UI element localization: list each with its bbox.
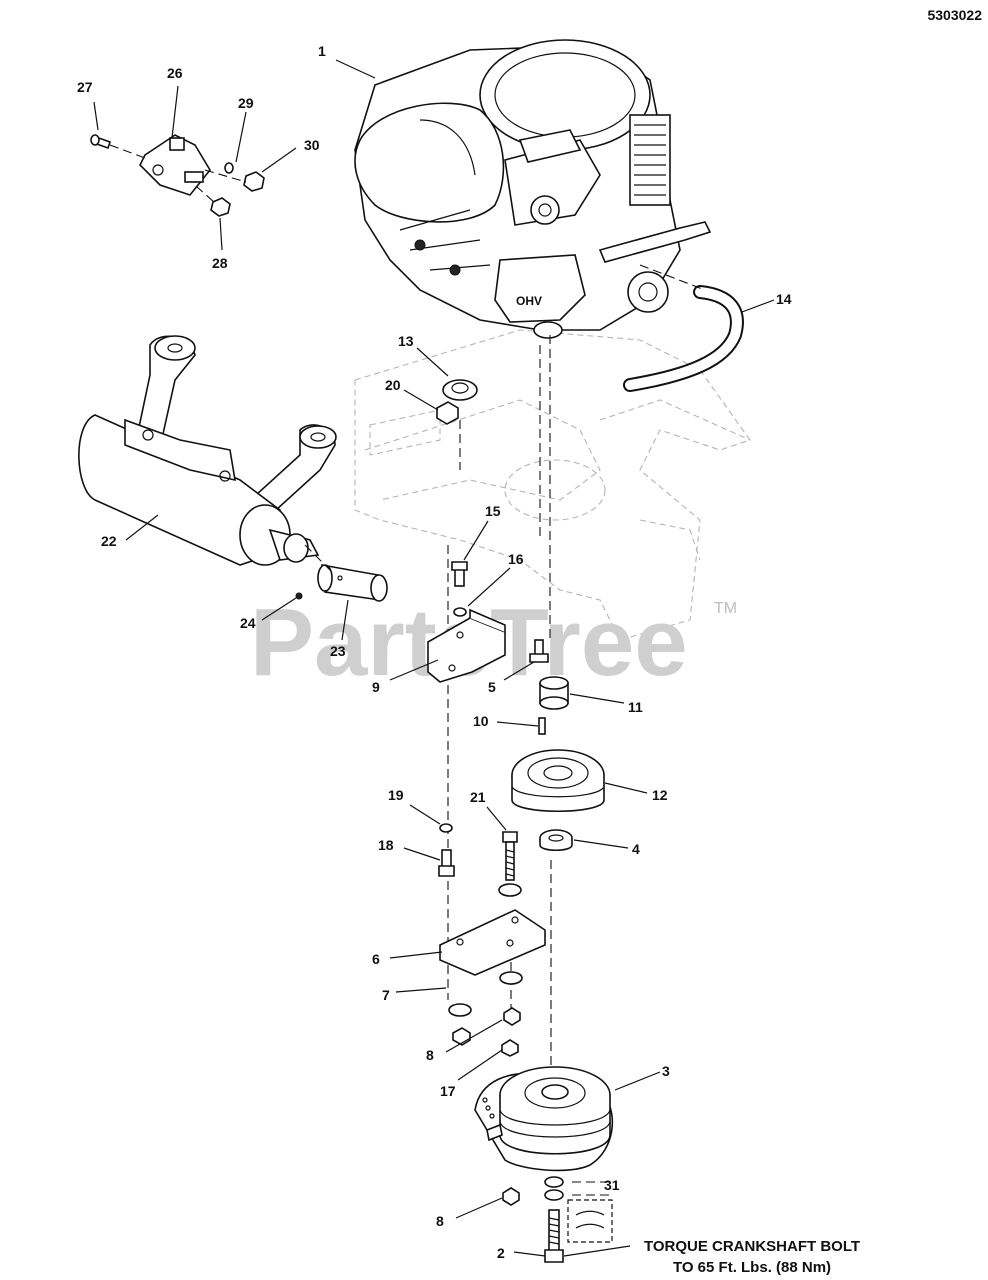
- bolt-21: [498, 831, 522, 897]
- callout-20: 20: [385, 377, 401, 393]
- callout-16: 16: [508, 551, 524, 567]
- callout-6: 6: [372, 951, 380, 967]
- torque-note-line1: TORQUE CRANKSHAFT BOLT: [644, 1238, 860, 1255]
- callout-labels: 1 27 26 29 30 28 14 13 20 22 15 16 24 23…: [77, 43, 792, 1261]
- callout-18: 18: [378, 837, 394, 853]
- mount-plate: [439, 909, 546, 1057]
- callout-21: 21: [470, 789, 486, 805]
- callout-8-upper: 8: [426, 1047, 434, 1063]
- callout-28: 28: [212, 255, 228, 271]
- callout-8-lower: 8: [436, 1213, 444, 1229]
- crank-bolt-stack: [502, 1176, 613, 1263]
- tailpipe: [295, 544, 388, 602]
- callout-1: 1: [318, 43, 326, 59]
- pulley-stack: [511, 676, 605, 852]
- callout-9: 9: [372, 679, 380, 695]
- callout-27: 27: [77, 79, 93, 95]
- callout-14: 14: [776, 291, 792, 307]
- chassis-ghost-outline: [354, 329, 751, 641]
- callout-15: 15: [485, 503, 501, 519]
- ohv-plate-text: OHV: [516, 294, 542, 308]
- leader-lines: [93, 59, 775, 1257]
- callout-19: 19: [388, 787, 404, 803]
- callout-26: 26: [167, 65, 183, 81]
- callout-10: 10: [473, 713, 489, 729]
- callout-11: 11: [628, 699, 643, 715]
- callout-12: 12: [652, 787, 668, 803]
- torque-note-line2: TO 65 Ft. Lbs. (88 Nm): [673, 1259, 831, 1276]
- muffler: [78, 335, 337, 566]
- bracket-assembly: [427, 561, 549, 683]
- callout-23: 23: [330, 643, 346, 659]
- fuel-hose: [623, 264, 744, 392]
- bolt-18-19: [438, 823, 455, 877]
- callout-5: 5: [488, 679, 496, 695]
- callout-22: 22: [101, 533, 117, 549]
- callout-7: 7: [382, 987, 390, 1003]
- regulator-assembly: [90, 134, 265, 217]
- callout-3: 3: [662, 1063, 670, 1079]
- callout-29: 29: [238, 95, 254, 111]
- callout-4: 4: [632, 841, 640, 857]
- engine-assembly: OHV: [354, 39, 712, 339]
- document-number: 5303022: [927, 7, 982, 23]
- grommet-and-nut: [436, 379, 478, 470]
- trademark: TM: [714, 600, 737, 617]
- callout-2: 2: [497, 1245, 505, 1261]
- callout-24: 24: [240, 615, 256, 631]
- callout-30: 30: [304, 137, 320, 153]
- callout-13: 13: [398, 333, 414, 349]
- pto-clutch: [474, 1066, 614, 1172]
- callout-17: 17: [440, 1083, 456, 1099]
- callout-31: 31: [604, 1177, 620, 1193]
